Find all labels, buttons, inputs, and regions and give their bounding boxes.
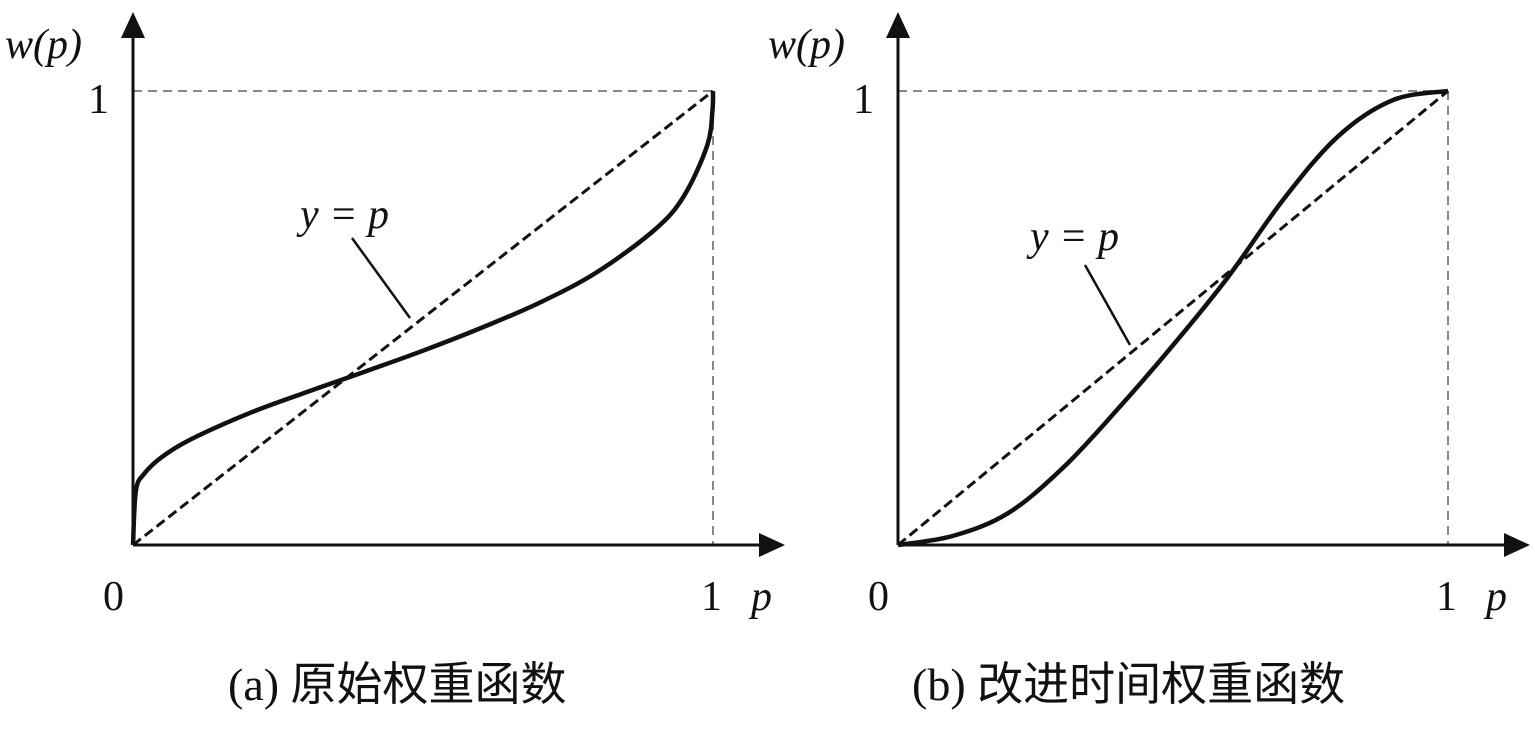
x-tick-label: 1 [1436, 574, 1457, 620]
y-axis-label: w(p) [5, 22, 82, 68]
y-axis-arrow-icon [121, 12, 145, 38]
y-tick-label: 1 [88, 77, 109, 123]
annotation-label: y = p [1026, 214, 1119, 260]
annotation-leader-line [1083, 264, 1132, 346]
x-axis-arrow-icon [1504, 533, 1530, 557]
panel-caption: (a) 原始权重函数 [228, 659, 567, 710]
x-axis-arrow-icon [759, 533, 785, 557]
x-axis-label: p [748, 574, 772, 620]
y-tick-label: 1 [853, 77, 874, 123]
x-tick-label: 0 [103, 574, 124, 620]
annotation-label: y = p [296, 192, 389, 238]
identity-line [897, 89, 1449, 547]
weight-curve [130, 90, 716, 546]
weight-curve [897, 88, 1449, 548]
panel-caption: (b) 改进时间权重函数 [912, 659, 1345, 710]
x-tick-label: 1 [701, 574, 722, 620]
y-axis-label: w(p) [768, 22, 845, 68]
annotation-leader-line [350, 237, 412, 319]
y-axis-arrow-icon [886, 12, 910, 38]
x-tick-label: 0 [868, 574, 889, 620]
x-axis-label: p [1483, 574, 1507, 620]
identity-line [132, 89, 714, 547]
